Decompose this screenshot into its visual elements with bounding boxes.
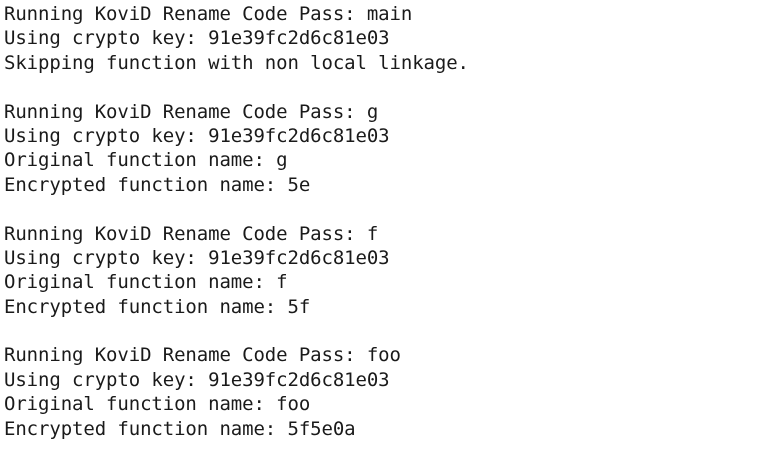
log-line: Original function name: g [4,149,288,172]
log-line: Encrypted function name: 5f [4,295,311,318]
log-line: Skipping function with non local linkage… [4,51,469,74]
log-line: Running KoviD Rename Code Pass: f [4,222,379,245]
log-line: Encrypted function name: 5f5e0a [4,417,356,440]
log-line: Running KoviD Rename Code Pass: foo [4,344,401,367]
log-line: Using crypto key: 91e39fc2d6c81e03 [4,246,390,269]
log-line: Running KoviD Rename Code Pass: main [4,3,413,25]
log-line: Using crypto key: 91e39fc2d6c81e03 [4,124,390,147]
log-line: Running KoviD Rename Code Pass: g [4,100,379,123]
log-line: Using crypto key: 91e39fc2d6c81e03 [4,368,390,391]
log-line: Original function name: foo [4,393,311,416]
log-line: Encrypted function name: 5e [4,173,311,196]
log-line: Using crypto key: 91e39fc2d6c81e03 [4,27,390,50]
log-line: Original function name: f [4,271,288,294]
